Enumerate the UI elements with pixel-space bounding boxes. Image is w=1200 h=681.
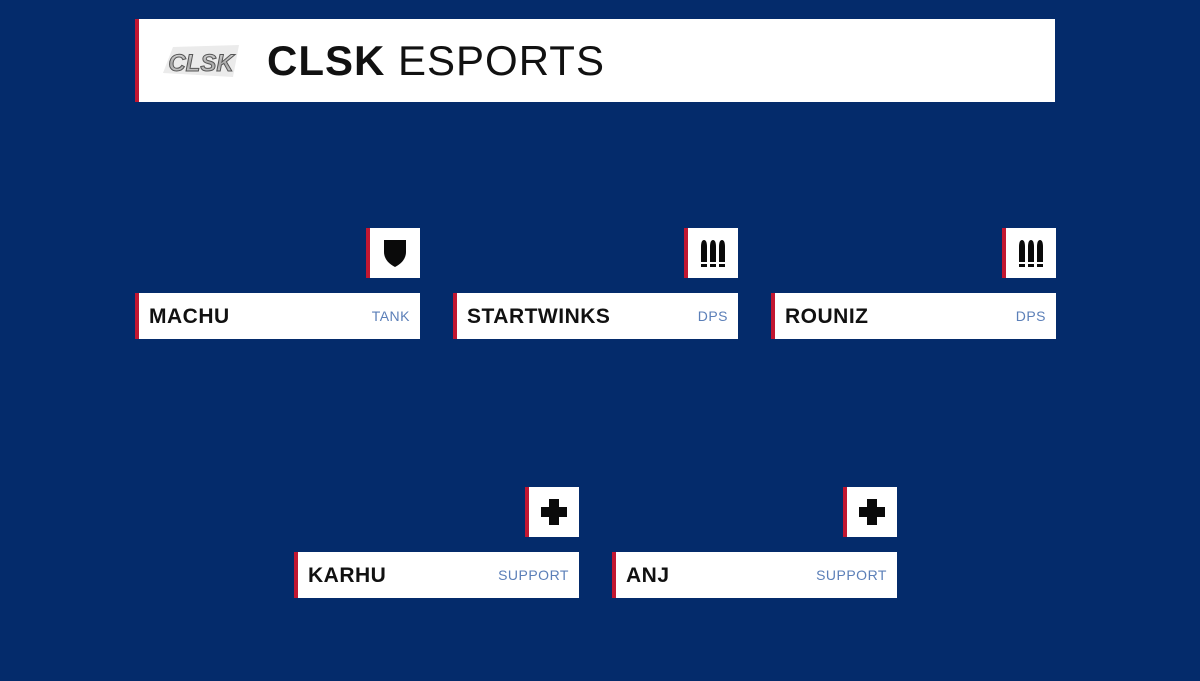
player-card: MACHU TANK bbox=[135, 293, 420, 339]
plus-icon bbox=[541, 499, 567, 525]
player-card: STARTWINKS DPS bbox=[453, 293, 738, 339]
player-name: MACHU bbox=[149, 305, 230, 328]
player-name: STARTWINKS bbox=[467, 305, 611, 328]
player-role: SUPPORT bbox=[498, 567, 569, 583]
team-header: CLSK CLSK ESPORTS bbox=[135, 19, 1055, 102]
player-card: KARHU SUPPORT bbox=[294, 552, 579, 598]
bullets-icon bbox=[701, 240, 725, 267]
player-name: KARHU bbox=[308, 564, 387, 587]
svg-text:CLSK: CLSK bbox=[168, 50, 235, 77]
clsk-logo: CLSK bbox=[163, 45, 239, 78]
role-icon-box bbox=[843, 487, 897, 537]
bullets-icon bbox=[1019, 240, 1043, 267]
plus-icon bbox=[859, 499, 885, 525]
player-name: ANJ bbox=[626, 564, 670, 587]
role-icon-box bbox=[525, 487, 579, 537]
shield-icon bbox=[384, 240, 406, 267]
page-title: CLSK ESPORTS bbox=[267, 39, 605, 83]
role-icon-box bbox=[684, 228, 738, 278]
player-role: DPS bbox=[697, 308, 728, 324]
role-icon-box bbox=[1002, 228, 1056, 278]
player-name: ROUNIZ bbox=[785, 305, 869, 328]
player-role: TANK bbox=[371, 308, 410, 324]
player-role: DPS bbox=[1015, 308, 1046, 324]
player-card: ANJ SUPPORT bbox=[612, 552, 897, 598]
title-team: CLSK bbox=[267, 37, 386, 84]
player-card: ROUNIZ DPS bbox=[771, 293, 1056, 339]
title-esports: ESPORTS bbox=[398, 37, 605, 84]
player-role: SUPPORT bbox=[816, 567, 887, 583]
role-icon-box bbox=[366, 228, 420, 278]
